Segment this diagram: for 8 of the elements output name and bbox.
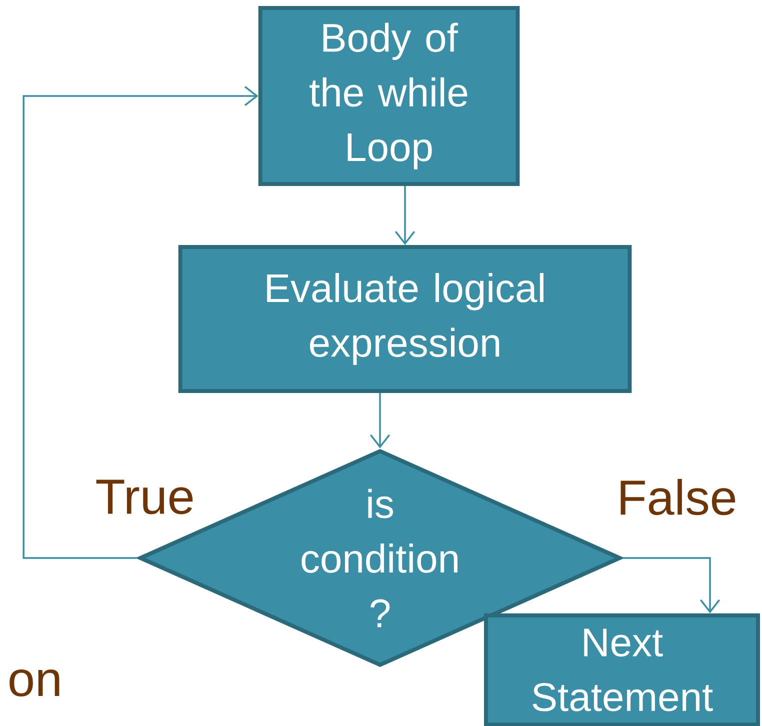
- process-box: Next Statement: [484, 613, 760, 726]
- arrow: [22, 86, 258, 559]
- arrow: [622, 557, 720, 614]
- text-label: on: [10, 670, 60, 697]
- arrow: [395, 186, 416, 245]
- arrow: [370, 393, 390, 448]
- process-box: Evaluate logical expression: [178, 245, 632, 393]
- process-box: Body of the while Loop: [258, 6, 520, 186]
